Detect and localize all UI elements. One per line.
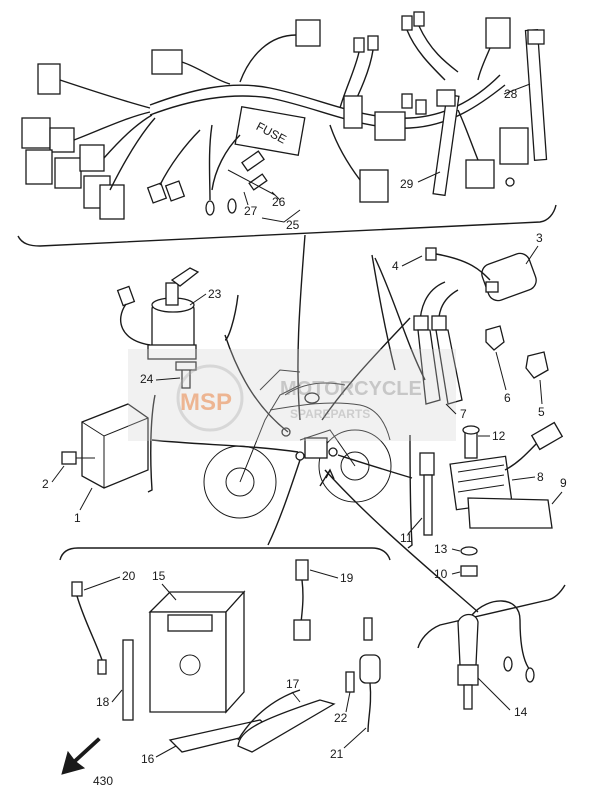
callout-7: 7 [460, 407, 467, 421]
fuse-22 [345, 671, 355, 693]
callout-11: 11 [400, 531, 413, 545]
callout-14: 14 [514, 705, 528, 719]
callout-5: 5 [538, 405, 545, 419]
callout-19: 19 [340, 571, 354, 585]
watermark-subtitle: SPAREPARTS [290, 407, 370, 421]
callout-20: 20 [122, 569, 136, 583]
ignition-coil-group [371, 247, 549, 405]
leader-line-harness [297, 234, 306, 421]
rectifier-location-box [304, 437, 328, 459]
front-direction-arrow [61, 737, 101, 775]
nut-10 [460, 565, 478, 577]
sender-group [457, 600, 535, 710]
battery-cover-18 [122, 639, 134, 721]
sender-group-bracket [417, 584, 566, 649]
sender-14 [457, 613, 479, 666]
callout-25: 25 [286, 218, 300, 232]
plug-cap-7 [417, 329, 441, 405]
callout-12: 12 [492, 429, 506, 443]
rectifier-group [407, 421, 564, 577]
callout-15: 15 [152, 569, 166, 583]
callout-16: 16 [141, 752, 155, 766]
callout-6: 6 [504, 391, 511, 405]
battery-band-17 [237, 699, 336, 753]
watermark-logo: MSP [180, 389, 232, 416]
clamp-5 [525, 351, 549, 379]
harness-group-bracket [17, 204, 557, 247]
callout-1: 1 [74, 511, 81, 525]
callout-13: 13 [434, 542, 448, 556]
callout-21: 21 [330, 747, 344, 761]
screw-2 [61, 451, 77, 465]
callout-3: 3 [536, 231, 543, 245]
bracket-9 [467, 497, 553, 529]
callout-27: 27 [244, 204, 258, 218]
cdi-unit-group [61, 394, 156, 493]
wire-harness: FUSE [21, 11, 548, 220]
callout-numbers: 28 29 26 27 25 23 24 2 1 4 3 6 5 7 12 8 … [42, 83, 567, 766]
callout-18: 18 [96, 695, 110, 709]
cable-tie-11 [419, 452, 435, 476]
battery-group-bracket [59, 547, 391, 561]
callout-26: 26 [272, 195, 286, 209]
callout-17: 17 [286, 677, 300, 691]
callout-4: 4 [392, 259, 399, 273]
callout-2: 2 [42, 477, 49, 491]
battery-group [71, 559, 381, 753]
clamp-6 [485, 325, 505, 351]
minus-lead-20 [97, 659, 107, 675]
fuse-holder-21 [359, 654, 381, 684]
callout-24: 24 [140, 372, 154, 386]
callout-23: 23 [208, 287, 222, 301]
figure-number: 430 [93, 774, 113, 788]
watermark: MSP MOTORCYCLE SPAREPARTS [128, 349, 456, 441]
callout-22: 22 [334, 711, 348, 725]
callout-29: 29 [400, 177, 414, 191]
callout-8: 8 [537, 470, 544, 484]
watermark-brand: MOTORCYCLE [280, 378, 422, 400]
plus-lead-19 [293, 619, 311, 641]
watermark-globe-icon [176, 364, 244, 432]
callout-10: 10 [434, 567, 448, 581]
callout-9: 9 [560, 476, 567, 490]
washer-13 [460, 546, 478, 556]
